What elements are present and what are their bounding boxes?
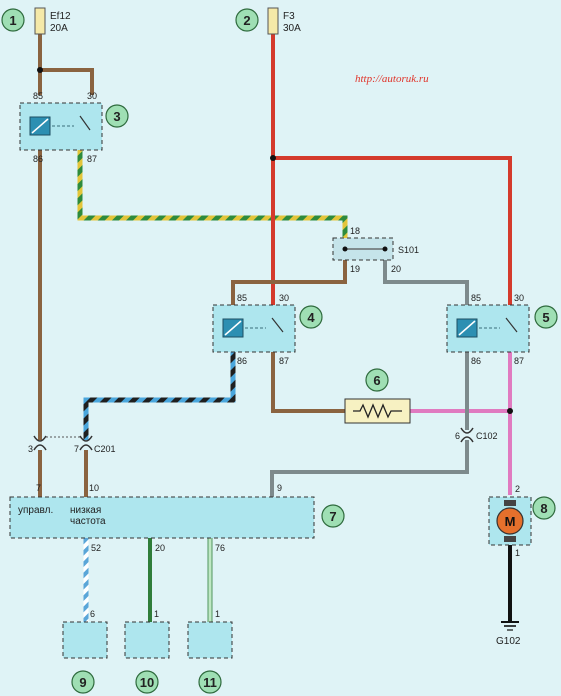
motor-8: M 2 1 bbox=[488, 484, 532, 558]
fuse-ef12-rating: 20A bbox=[50, 23, 68, 34]
motor-symbol: M bbox=[505, 514, 516, 529]
relay-4-pin-30: 30 bbox=[279, 293, 289, 303]
splice-pin-20: 20 bbox=[391, 264, 401, 274]
block-11-pin: 1 bbox=[215, 609, 220, 619]
wire-splice-to-relay4 bbox=[231, 260, 347, 305]
callout-7: 7 bbox=[321, 504, 345, 528]
callout-8: 8 bbox=[532, 496, 556, 520]
splice-pin-18: 18 bbox=[350, 226, 360, 236]
splice-s101: 18 19 20 S101 bbox=[332, 226, 419, 274]
relay-5: 85 30 86 87 bbox=[446, 293, 530, 366]
relay-4: 85 30 86 87 bbox=[212, 293, 296, 366]
callout-5-label: 5 bbox=[542, 310, 549, 325]
callout-1-label: 1 bbox=[9, 13, 16, 28]
c102-name: C102 bbox=[476, 431, 498, 441]
wire-c102-to-ecu bbox=[270, 440, 469, 497]
junction-dot bbox=[37, 67, 43, 73]
wire-relay4-to-c201 bbox=[83, 352, 236, 440]
callout-2: 2 bbox=[235, 8, 259, 32]
relay-3-pin-85: 85 bbox=[33, 91, 43, 101]
block-9: 6 bbox=[62, 609, 108, 659]
junction-dot bbox=[270, 155, 276, 161]
callout-6-label: 6 bbox=[373, 373, 380, 388]
callout-4-label: 4 bbox=[307, 310, 315, 325]
wire-fuse2-feed bbox=[271, 34, 512, 305]
ecu-label-control: управл. bbox=[18, 505, 53, 516]
wire-relay4-to-resistor bbox=[271, 352, 345, 413]
ecu-pin-52: 52 bbox=[91, 543, 101, 553]
ecu-pin-9: 9 bbox=[277, 483, 282, 493]
callout-11-label: 11 bbox=[203, 675, 217, 690]
motor-pin-1: 1 bbox=[515, 548, 520, 558]
relay-3-pin-30: 30 bbox=[87, 91, 97, 101]
wire-ecu-to-block11-edge bbox=[207, 538, 213, 622]
c102-pin-6: 6 bbox=[455, 431, 460, 441]
connector-c201: 3 7 C201 bbox=[28, 435, 116, 454]
wire-relay3-to-splice bbox=[77, 150, 348, 238]
callout-10-label: 10 bbox=[140, 675, 154, 690]
callout-1: 1 bbox=[1, 8, 25, 32]
fuse-f3: F3 30A bbox=[267, 7, 301, 35]
ecu-label-low-1: низкая bbox=[70, 505, 101, 516]
callout-7-label: 7 bbox=[329, 509, 336, 524]
wire-fuse1-feed bbox=[38, 34, 94, 440]
fuse-f3-rating: 30A bbox=[283, 23, 301, 34]
callout-11: 11 bbox=[198, 670, 222, 694]
wire-splice-to-relay5 bbox=[383, 260, 469, 305]
callout-2-label: 2 bbox=[243, 13, 250, 28]
motor-pin-2: 2 bbox=[515, 484, 520, 494]
relay-5-pin-30: 30 bbox=[514, 293, 524, 303]
callout-5: 5 bbox=[534, 305, 558, 329]
ground-name: G102 bbox=[496, 636, 521, 647]
callout-10: 10 bbox=[135, 670, 159, 694]
ecu-block-7: 7 10 9 управл. низкая частота 52 20 76 bbox=[9, 483, 315, 553]
callout-9: 9 bbox=[71, 670, 95, 694]
ecu-pin-10: 10 bbox=[89, 483, 99, 493]
callout-3-label: 3 bbox=[113, 109, 120, 124]
junction-dot bbox=[507, 408, 513, 414]
callout-6: 6 bbox=[365, 368, 389, 392]
fuse-f3-name: F3 bbox=[283, 11, 295, 22]
source-url: http://autoruk.ru bbox=[355, 73, 429, 85]
ecu-pin-76: 76 bbox=[215, 543, 225, 553]
block-10-pin: 1 bbox=[154, 609, 159, 619]
relay-4-pin-86: 86 bbox=[237, 356, 247, 366]
ecu-label-low-2: частота bbox=[70, 516, 106, 527]
relay-3-pin-86: 86 bbox=[33, 154, 43, 164]
callout-4: 4 bbox=[299, 305, 323, 329]
splice-name: S101 bbox=[398, 245, 419, 255]
c201-pin-7: 7 bbox=[74, 444, 79, 454]
fuse-ef12-name: Ef12 bbox=[50, 11, 71, 22]
relay-3: 85 30 86 87 bbox=[19, 91, 103, 164]
resistor-6 bbox=[344, 398, 411, 424]
fuse-ef12: Ef12 20A bbox=[34, 7, 71, 35]
splice-pin-19: 19 bbox=[350, 264, 360, 274]
c201-name: C201 bbox=[94, 444, 116, 454]
block-11: 1 bbox=[187, 609, 233, 659]
relay-4-pin-85: 85 bbox=[237, 293, 247, 303]
callout-8-label: 8 bbox=[540, 501, 547, 516]
ground-g102: G102 bbox=[496, 621, 521, 647]
relay-4-pin-87: 87 bbox=[279, 356, 289, 366]
relay-5-pin-86: 86 bbox=[471, 356, 481, 366]
relay-5-pin-85: 85 bbox=[471, 293, 481, 303]
callout-3: 3 bbox=[105, 104, 129, 128]
block-9-pin: 6 bbox=[90, 609, 95, 619]
connector-c102: 6 C102 bbox=[455, 427, 498, 443]
c201-pin-3: 3 bbox=[28, 444, 33, 454]
ecu-pin-20: 20 bbox=[155, 543, 165, 553]
block-10: 1 bbox=[124, 609, 170, 659]
ecu-pin-7: 7 bbox=[36, 483, 41, 493]
relay-5-pin-87: 87 bbox=[514, 356, 524, 366]
relay-3-pin-87: 87 bbox=[87, 154, 97, 164]
callout-9-label: 9 bbox=[79, 675, 86, 690]
